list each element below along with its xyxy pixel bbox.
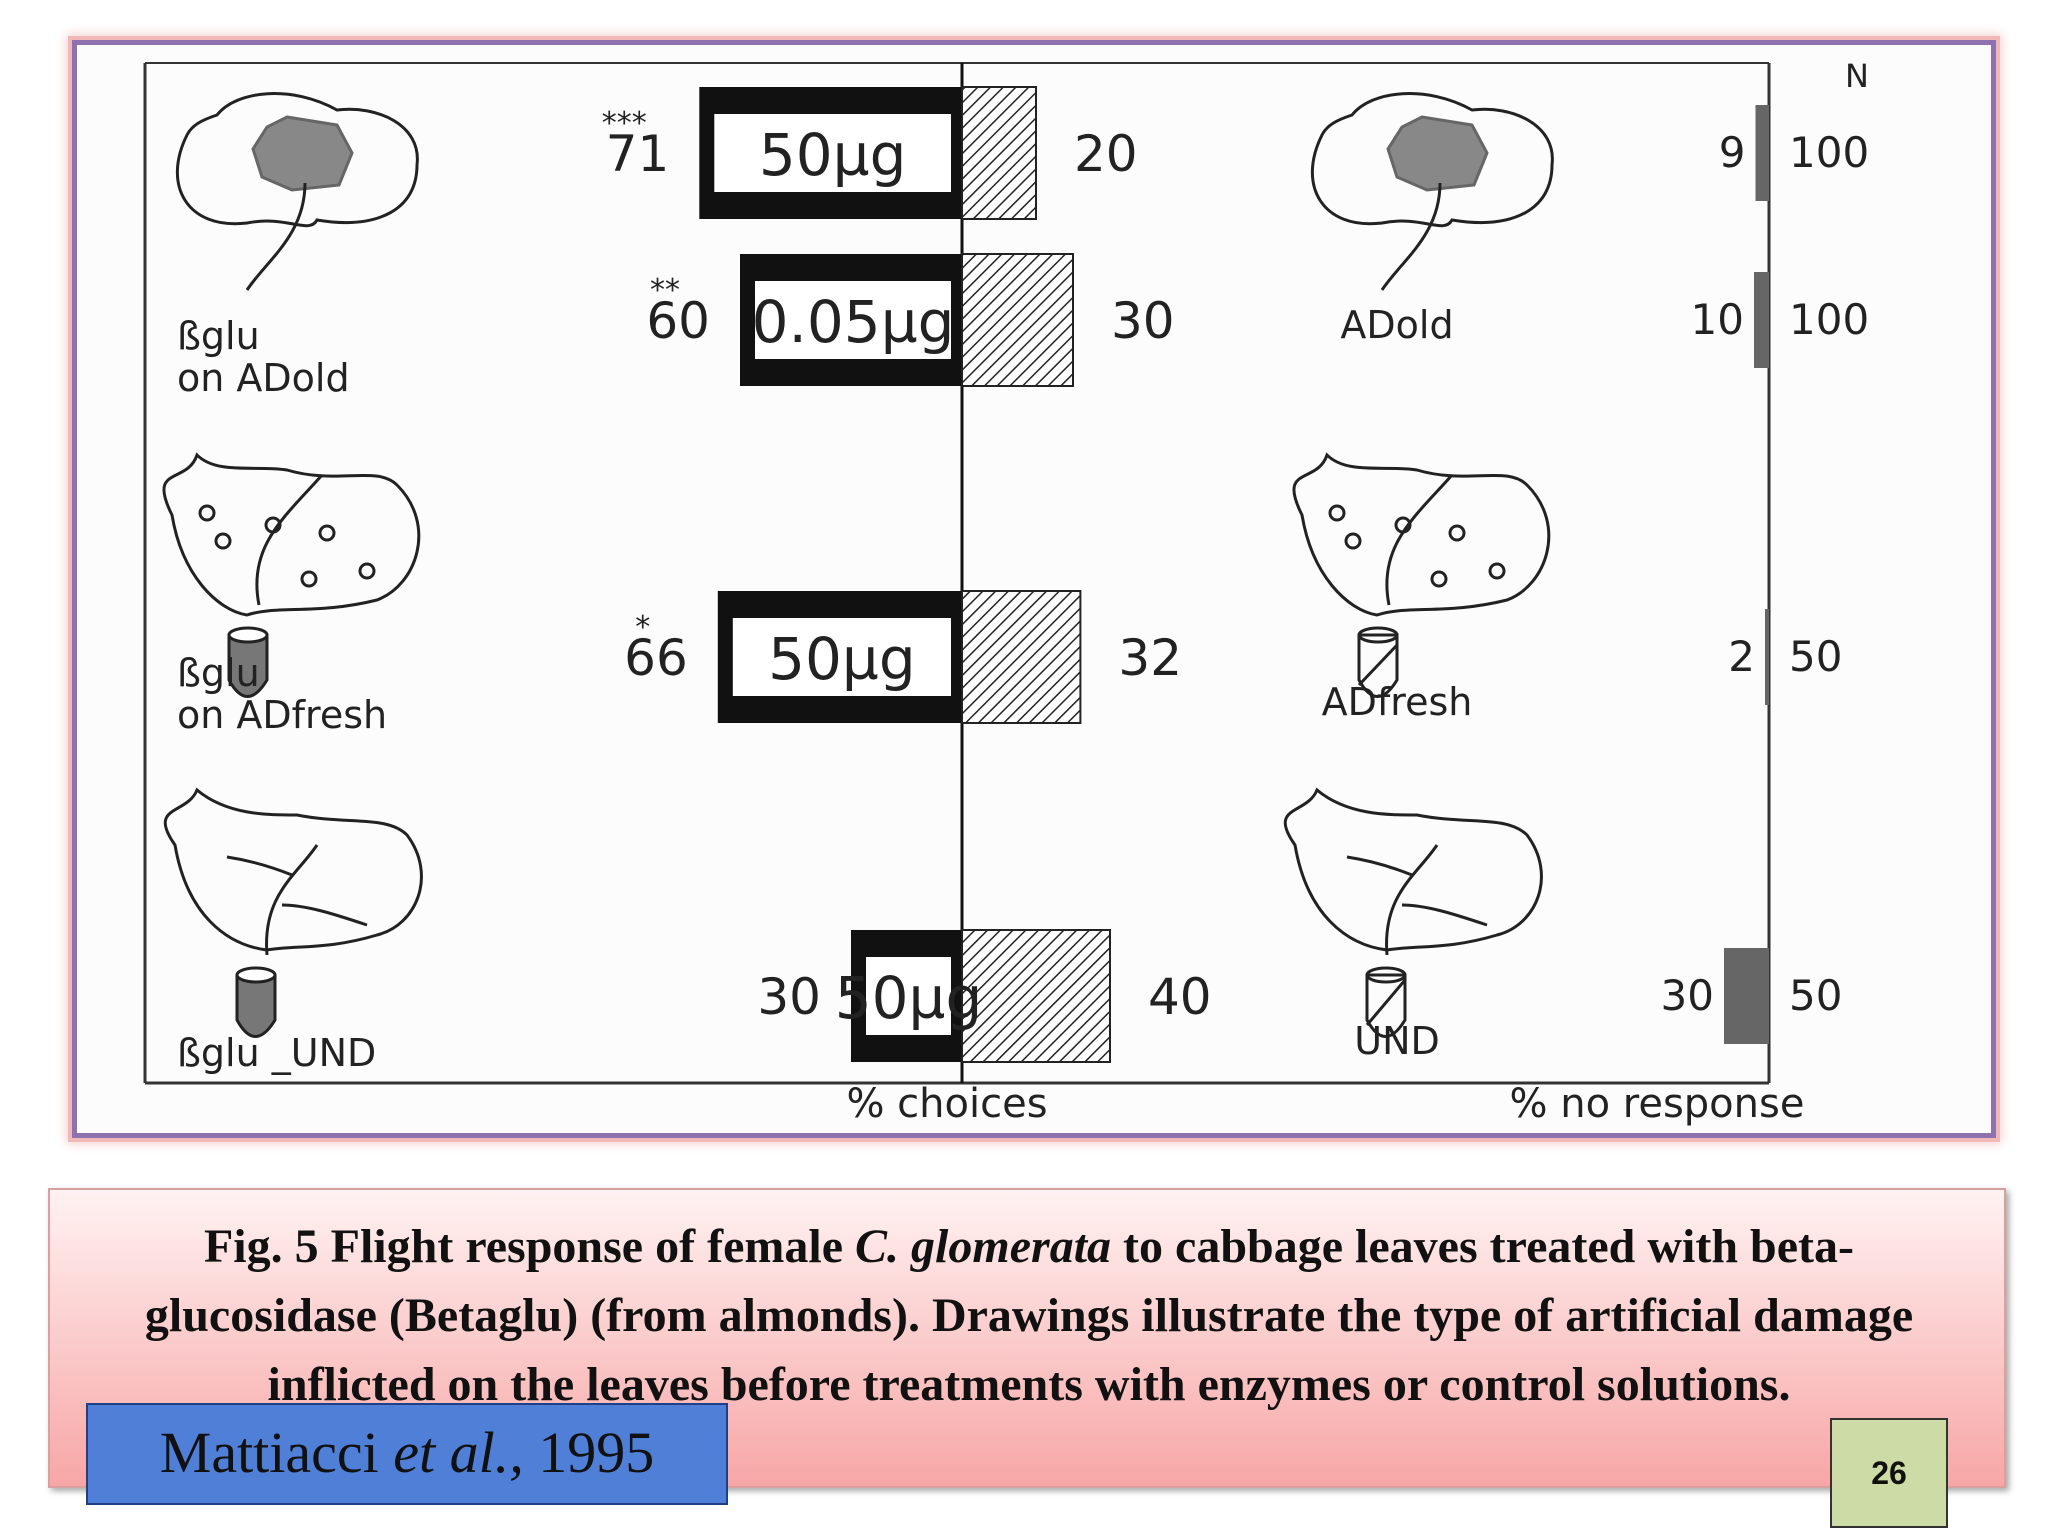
control-value-label: 30: [1111, 292, 1175, 350]
control-bar: [961, 929, 1111, 1063]
dose-box: [712, 112, 953, 194]
figure-caption: Fig. 5 Flight response of female C. glom…: [120, 1212, 1938, 1419]
treatment-label: on ADfresh: [177, 693, 387, 737]
treatment-label: ßglu _UND: [177, 1031, 376, 1075]
dose-label: 0.05µg: [752, 288, 955, 356]
caption-suffix: to cabbage leaves treated with beta-gluc…: [144, 1220, 1914, 1411]
no-response-bar: [1724, 948, 1769, 1044]
significance-mark: ***: [602, 106, 647, 141]
citation-box: Mattiacci et al., 1995: [86, 1403, 728, 1505]
caption-prefix: Fig. 5 Flight response of female: [203, 1220, 856, 1273]
no-response-bar: [1755, 105, 1769, 201]
control-value-label: 32: [1118, 629, 1182, 687]
control-value-label: 40: [1148, 968, 1212, 1026]
treated-value-label: 71: [606, 125, 670, 183]
control-bar: [961, 86, 1037, 220]
treated-value-label: 66: [624, 629, 688, 687]
treatment-label: on ADold: [177, 356, 350, 400]
control-treatment-label: ADfresh: [1322, 680, 1473, 724]
caption-box: Fig. 5 Flight response of female C. glom…: [48, 1188, 2006, 1488]
significance-mark: **: [650, 273, 680, 308]
treatment-label: ßglu: [177, 651, 260, 695]
damaged-leaf-icon: [1310, 92, 1554, 291]
citation-author: Mattiacci: [159, 1420, 394, 1485]
no-response-value-label: 2: [1728, 632, 1755, 681]
n-value-label: 50: [1789, 971, 1842, 1020]
no-response-value-label: 9: [1719, 128, 1746, 177]
n-value-label: 50: [1789, 632, 1842, 681]
dose-box: [864, 955, 953, 1037]
treated-value-label: 30: [757, 968, 821, 1026]
control-treatment-label: UND: [1354, 1019, 1440, 1063]
n-column-header: N: [1845, 57, 1869, 95]
control-bar: [961, 590, 1082, 724]
caption-species: C. glomerata: [855, 1220, 1112, 1273]
control-bar: [961, 253, 1074, 387]
dose-label: 50µg: [759, 121, 907, 189]
n-value-label: 100: [1789, 295, 1869, 344]
no-response-bar: [1765, 609, 1769, 705]
no-response-bar: [1754, 272, 1769, 368]
control-treatment-label: ADold: [1340, 303, 1453, 347]
punctured-leaf-icon: [1292, 452, 1551, 698]
undamaged-leaf-icon: [163, 787, 423, 1038]
significance-mark: *: [635, 610, 650, 645]
dose-box: [753, 279, 953, 361]
citation-etal: et al.,: [393, 1420, 524, 1485]
citation-year: 1995: [523, 1420, 655, 1485]
control-value-label: 20: [1074, 125, 1138, 183]
treated-value-label: 60: [646, 292, 710, 350]
x-axis-label: % choices: [846, 1081, 1047, 1127]
no-response-value-label: 30: [1661, 971, 1714, 1020]
undamaged-leaf-icon: [1283, 787, 1543, 1038]
treatment-label: ßglu: [177, 314, 260, 358]
punctured-leaf-icon: [162, 452, 421, 698]
n-value-label: 100: [1789, 128, 1869, 177]
dose-label: 50µg: [768, 625, 916, 693]
damaged-leaf-icon: [175, 92, 419, 291]
slide-number: 26: [1830, 1418, 1948, 1528]
no-response-value-label: 10: [1691, 295, 1744, 344]
dose-label: 50µg: [835, 964, 983, 1032]
dose-box: [730, 616, 953, 698]
bars-layer: [699, 86, 1769, 1063]
chart-axes: [143, 62, 1771, 1085]
no-response-axis-label: % no response: [1510, 1081, 1805, 1127]
